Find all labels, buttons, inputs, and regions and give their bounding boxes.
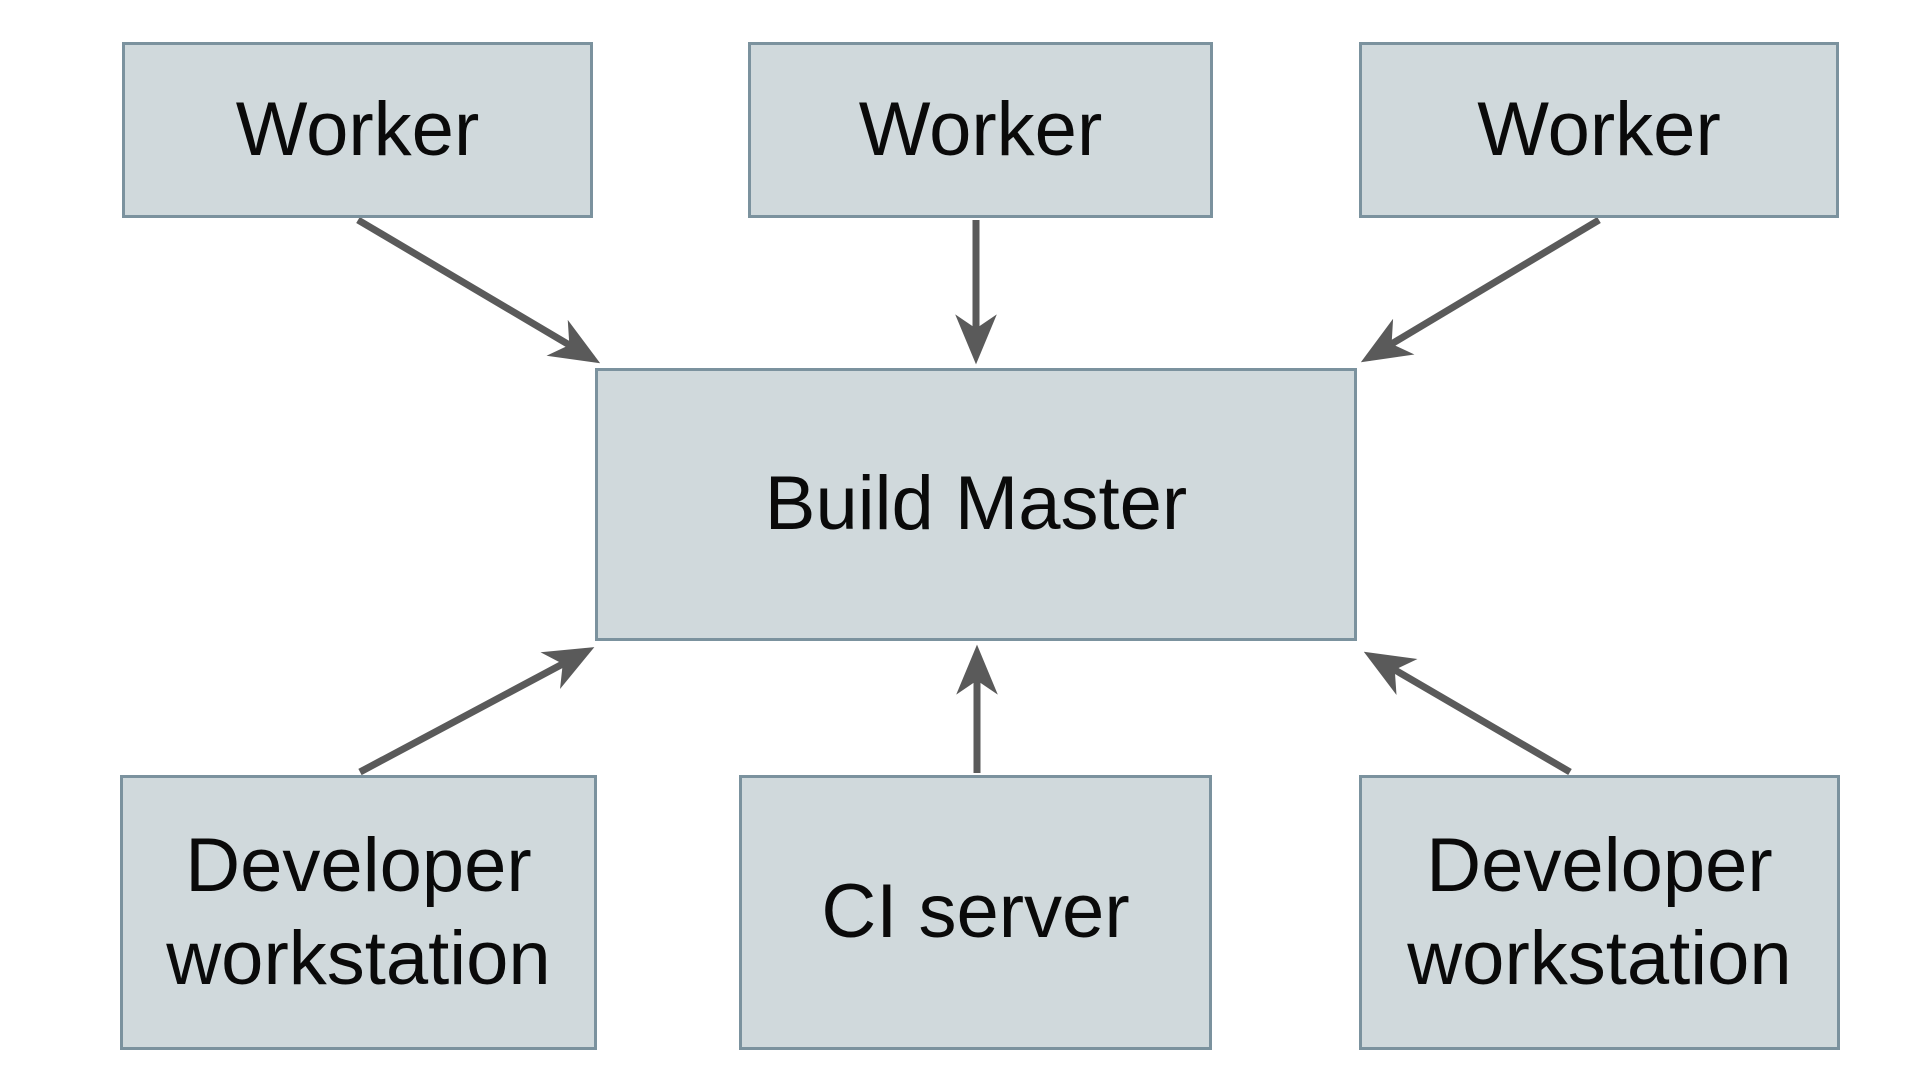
node-developer-workstation-left: Developer workstation — [120, 775, 597, 1050]
arrow-dev-right-to-build-master — [1363, 651, 1572, 776]
node-developer-workstation-right: Developer workstation — [1359, 775, 1840, 1050]
node-build-master-label: Build Master — [764, 461, 1188, 547]
node-worker-left-label: Worker — [235, 86, 480, 172]
node-worker-middle-label: Worker — [858, 86, 1103, 172]
node-worker-right-label: Worker — [1477, 86, 1721, 172]
node-worker-middle: Worker — [748, 42, 1213, 218]
node-build-master: Build Master — [595, 368, 1357, 641]
node-developer-workstation-right-label: Developer workstation — [1407, 822, 1792, 1001]
node-ci-server: CI server — [739, 775, 1212, 1050]
arrow-worker-left-to-build-master — [356, 216, 601, 364]
arrow-worker-right-to-build-master — [1360, 216, 1601, 363]
node-developer-workstation-left-label: Developer workstation — [166, 822, 551, 1001]
node-worker-left: Worker — [122, 42, 593, 218]
arrow-dev-left-to-build-master — [358, 647, 595, 776]
node-worker-right: Worker — [1359, 42, 1839, 218]
node-ci-server-label: CI server — [821, 869, 1130, 955]
